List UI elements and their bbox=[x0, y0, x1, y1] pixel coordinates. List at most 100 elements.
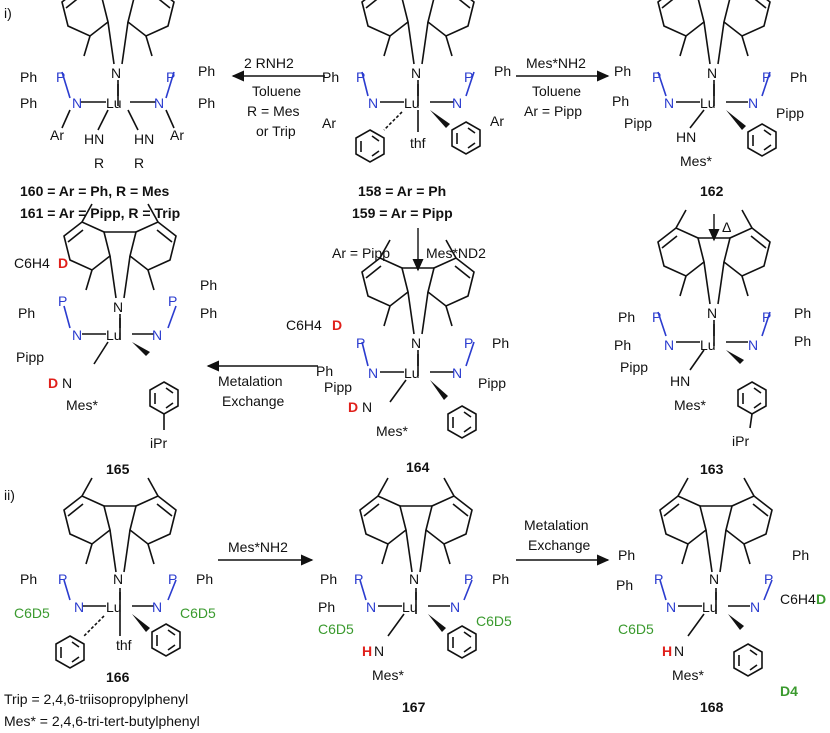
ph-label: Ph bbox=[198, 63, 215, 79]
ar-label: Ar bbox=[322, 115, 336, 131]
section-label-ii: ii) bbox=[4, 487, 15, 503]
ph-label: Ph bbox=[616, 577, 633, 593]
hydrogen-label: H bbox=[662, 643, 672, 659]
p-atom: P bbox=[168, 571, 177, 587]
n-atom: N bbox=[111, 65, 121, 81]
p-atom: P bbox=[356, 335, 365, 351]
n-atom: N bbox=[707, 65, 717, 81]
ph-label: Ph bbox=[322, 69, 339, 85]
deuterium-label: D bbox=[348, 399, 358, 415]
ar-label: Ar bbox=[170, 127, 184, 143]
structure-162: Ph Ph P N N Lu N P Ph Pipp Pipp HN Mes* bbox=[612, 0, 807, 169]
label-163: 163 bbox=[700, 461, 724, 477]
p-atom: P bbox=[652, 309, 661, 325]
n-atom: N bbox=[368, 95, 378, 111]
hn-label: HN bbox=[84, 131, 104, 147]
p-atom: P bbox=[168, 293, 177, 309]
arrow-condition: Exchange bbox=[222, 393, 284, 409]
structure-163: Ph Ph P N N Lu N P Ph Ph Pipp HN Mes* iP… bbox=[614, 209, 811, 449]
d4-label: D4 bbox=[780, 683, 798, 699]
mes-label: Mes* bbox=[372, 667, 404, 683]
ph-label: Ph bbox=[794, 305, 811, 321]
c6h4-label: C6H4 bbox=[780, 591, 816, 607]
lu-atom: Lu bbox=[700, 95, 716, 111]
n-atom: N bbox=[152, 327, 162, 343]
n-atom: N bbox=[152, 599, 162, 615]
label-159: 159 = Ar = Pipp bbox=[352, 205, 453, 221]
ipr-label: iPr bbox=[732, 433, 749, 449]
p-atom: P bbox=[56, 69, 65, 85]
ph-label: Ph bbox=[198, 95, 215, 111]
hydrogen-label: H bbox=[362, 643, 372, 659]
mes-label: Mes* bbox=[674, 397, 706, 413]
p-atom: P bbox=[166, 69, 175, 85]
arrow-condition: Metalation bbox=[218, 373, 283, 389]
pipp-label: Pipp bbox=[620, 359, 648, 375]
p-atom: P bbox=[762, 309, 771, 325]
n-atom: N bbox=[452, 95, 462, 111]
ph-label: Ph bbox=[20, 69, 37, 85]
label-162: 162 bbox=[700, 183, 724, 199]
structure-167: Ph Ph P N N Lu N P Ph C6D5 C6D5 H N Mes* bbox=[318, 477, 512, 683]
n-atom: N bbox=[366, 599, 376, 615]
hn-label: HN bbox=[134, 131, 154, 147]
pipp-label: Pipp bbox=[624, 115, 652, 131]
p-atom: P bbox=[464, 571, 473, 587]
footnote-mes: Mes* = 2,4,6-tri-tert-butylphenyl bbox=[4, 713, 200, 729]
ph-label: Ph bbox=[20, 95, 37, 111]
ph-label: Ph bbox=[316, 363, 333, 379]
p-atom: P bbox=[762, 69, 771, 85]
mes-label: Mes* bbox=[376, 423, 408, 439]
ar-label: Ar bbox=[50, 127, 64, 143]
n-atom: N bbox=[62, 375, 72, 391]
n-atom: N bbox=[362, 399, 372, 415]
c6h4-label: C6H4 bbox=[286, 317, 322, 333]
arrow-condition: Δ bbox=[722, 219, 731, 235]
lu-atom: Lu bbox=[402, 599, 418, 615]
arrow-condition: Toluene bbox=[532, 83, 581, 99]
deuterium-label: D bbox=[48, 375, 58, 391]
ph-label: Ph bbox=[614, 337, 631, 353]
n-atom: N bbox=[452, 365, 462, 381]
n-atom: N bbox=[374, 643, 384, 659]
p-atom: P bbox=[464, 335, 473, 351]
ph-label: Ph bbox=[20, 571, 37, 587]
lu-atom: Lu bbox=[106, 599, 122, 615]
label-165: 165 bbox=[106, 461, 130, 477]
ph-label: Ph bbox=[200, 305, 217, 321]
label-166: 166 bbox=[106, 669, 130, 685]
n-atom: N bbox=[74, 599, 84, 615]
arrow-reagent: Mes*NH2 bbox=[228, 539, 288, 555]
arrow-condition: Ar = Pipp bbox=[332, 245, 390, 261]
label-160: 160 = Ar = Ph, R = Mes bbox=[20, 183, 169, 199]
label-161: 161 = Ar = Pipp, R = Trip bbox=[20, 205, 180, 221]
p-atom: P bbox=[654, 571, 663, 587]
arrow-condition: Ar = Pipp bbox=[524, 103, 582, 119]
arrow-condition: Toluene bbox=[252, 83, 301, 99]
ph-label: Ph bbox=[618, 309, 635, 325]
lu-atom: Lu bbox=[106, 327, 122, 343]
ph-label: Ph bbox=[792, 547, 809, 563]
n-atom: N bbox=[748, 95, 758, 111]
ph-label: Ph bbox=[494, 63, 511, 79]
n-atom: N bbox=[154, 95, 164, 111]
pipp-label: Pipp bbox=[324, 379, 352, 395]
ph-label: Ph bbox=[794, 333, 811, 349]
ph-label: Ph bbox=[318, 599, 335, 615]
ipr-label: iPr bbox=[150, 435, 167, 451]
arrow-condition: R = Mes bbox=[247, 103, 300, 119]
hn-label: HN bbox=[670, 373, 690, 389]
c6d5-label: C6D5 bbox=[476, 613, 512, 629]
structure-168: Ph Ph P N N Lu N P Ph C6H4 D C6D5 H N Me… bbox=[616, 477, 826, 699]
n-atom: N bbox=[368, 365, 378, 381]
lu-atom: Lu bbox=[700, 337, 716, 353]
thf-label: thf bbox=[116, 637, 132, 653]
n-atom: N bbox=[113, 571, 123, 587]
ph-label: Ph bbox=[200, 277, 217, 293]
structure-158-159: Ph P N N Lu N P Ph Ar Ar thf bbox=[322, 0, 511, 163]
deuterium-label: D bbox=[816, 591, 826, 607]
pipp-label: Pipp bbox=[776, 105, 804, 121]
n-atom: N bbox=[409, 571, 419, 587]
n-atom: N bbox=[72, 95, 82, 111]
